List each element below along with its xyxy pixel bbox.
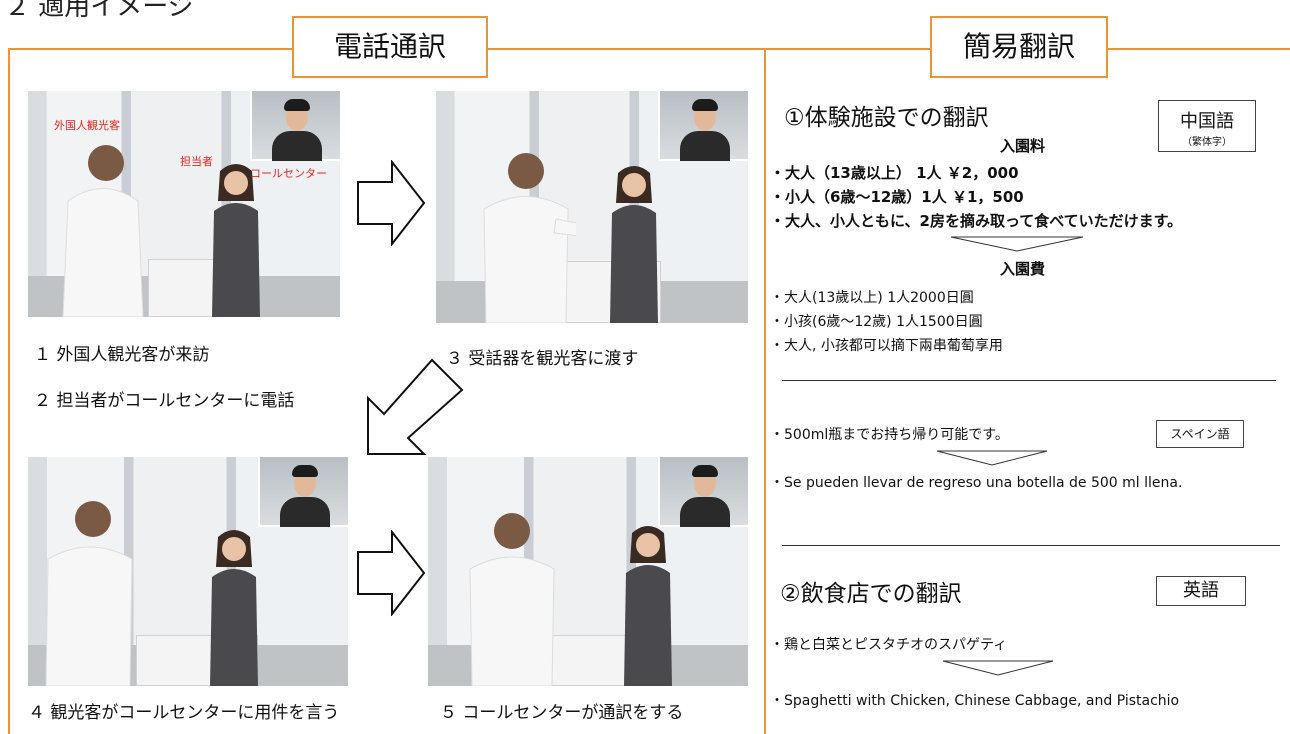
- section-title-phone-interpretation: 電話通訳: [292, 16, 488, 78]
- lang-badge-english: 英語: [1156, 576, 1246, 606]
- staff-figure-3: [210, 530, 258, 686]
- divider-2: [782, 545, 1280, 546]
- caption-step-4: ４ 観光客がコールセンターに用件を言う: [28, 703, 340, 723]
- heading-restaurant-translation: ②飲食店での翻訳: [780, 581, 962, 607]
- caption-step-3: ３ 受話器を観光客に渡す: [446, 349, 639, 369]
- down-chevron-icon: [950, 236, 1084, 252]
- heading-facility-translation: ①体験施設での翻訳: [784, 105, 989, 131]
- visitor-figure: [62, 145, 144, 317]
- section-title-simple-translation: 簡易翻訳: [930, 16, 1108, 78]
- caption-step-1: １ 外国人観光客が来訪: [34, 345, 210, 365]
- frame-top-middle: [487, 48, 931, 50]
- call-center-inset-2: [658, 91, 748, 161]
- arrow-right-icon: [357, 160, 426, 246]
- caption-step-2: ２ 担当者がコールセンターに電話: [34, 391, 295, 411]
- lang-badge-spanish: スペイン語: [1156, 420, 1244, 448]
- arrow-down-left-icon: [367, 358, 464, 455]
- frame-top-right: [1108, 48, 1290, 50]
- divider-1: [782, 380, 1276, 381]
- ja-fee-line-1: ・大人（13歳以上） 1人 ￥2，000: [770, 164, 1019, 182]
- zh-fee-line-3: ・大人, 小孩都可以摘下兩串葡萄享用: [770, 338, 1003, 354]
- ja-menu-line: ・鶏と白菜とピスタチオのスパゲティ: [770, 637, 1008, 653]
- call-center-inset-3: [258, 457, 348, 527]
- label-visitor: 外国人観光客: [54, 119, 120, 132]
- zh-fee-line-2: ・小孩(6歲～12歲) 1人1500日圓: [770, 314, 983, 330]
- frame-left: [8, 48, 10, 734]
- photo-call-center-interprets: [428, 457, 748, 686]
- lang-badge-chinese-main: 中国語: [1180, 111, 1234, 132]
- visitor-figure-4: [469, 513, 555, 686]
- caption-step-5: ５ コールセンターが通訳をする: [440, 703, 684, 723]
- staff-figure-4: [624, 526, 672, 686]
- en-menu-line: ・Spaghetti with Chicken, Chinese Cabbage…: [770, 693, 1180, 709]
- ja-fee-line-3: ・大人、小人ともに、2房を摘み取って食べていただけます。: [770, 212, 1183, 230]
- zh-fee-line-1: ・大人(13歲以上) 1人2000日圓: [770, 290, 974, 306]
- es-bottle-line: ・Se pueden llevar de regreso una botella…: [770, 475, 1183, 491]
- down-chevron-icon-2: [936, 450, 1048, 466]
- ja-fee-line-2: ・小人（6歳～12歳）1人 ￥1，500: [770, 188, 1024, 206]
- call-center-inset: [250, 91, 340, 161]
- ja-fee-title: 入園料: [1000, 137, 1046, 155]
- photo-visitor-speaks: [28, 457, 348, 686]
- staff-figure-2: [610, 166, 658, 323]
- lang-badge-chinese-sub: （繁体字）: [1182, 137, 1232, 148]
- photo-visitor-arrives: 外国人観光客 担当者 コールセンター: [28, 91, 340, 317]
- photo-hand-over-receiver: [436, 91, 748, 323]
- frame-top-left: [8, 48, 292, 50]
- down-chevron-icon-3: [942, 660, 1054, 676]
- zh-fee-title: 入園費: [1000, 260, 1046, 278]
- arrow-right-icon-2: [357, 530, 426, 616]
- visitor-figure-2: [483, 153, 576, 323]
- frame-center: [764, 48, 766, 734]
- label-staff: 担当者: [180, 155, 213, 168]
- staff-figure: [212, 164, 260, 317]
- visitor-figure-3: [45, 501, 133, 686]
- label-call-center: コールセンター: [250, 167, 327, 180]
- ja-bottle-line: ・500ml瓶までお持ち帰り可能です。: [770, 427, 1009, 443]
- call-center-inset-4: [658, 457, 748, 527]
- lang-badge-chinese: 中国語 （繁体字）: [1158, 100, 1256, 152]
- page-title-clipped: ２ 適用イメージ: [4, 0, 194, 22]
